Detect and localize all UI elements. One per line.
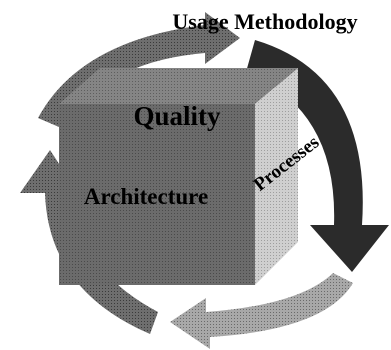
cube-front-face (59, 104, 255, 285)
usage-methodology-label: Usage Methodology (172, 9, 357, 34)
cube (59, 68, 298, 285)
cube-top-face (59, 68, 298, 104)
arrow-left (20, 150, 158, 334)
arrow-right (246, 40, 389, 272)
cube-side-face (255, 68, 298, 285)
cycle-arrows (20, 12, 389, 349)
architecture-label: Architecture (84, 184, 208, 209)
arrow-bottom (170, 273, 353, 349)
arrow-top (38, 12, 240, 130)
quality-label: Quality (133, 101, 221, 131)
